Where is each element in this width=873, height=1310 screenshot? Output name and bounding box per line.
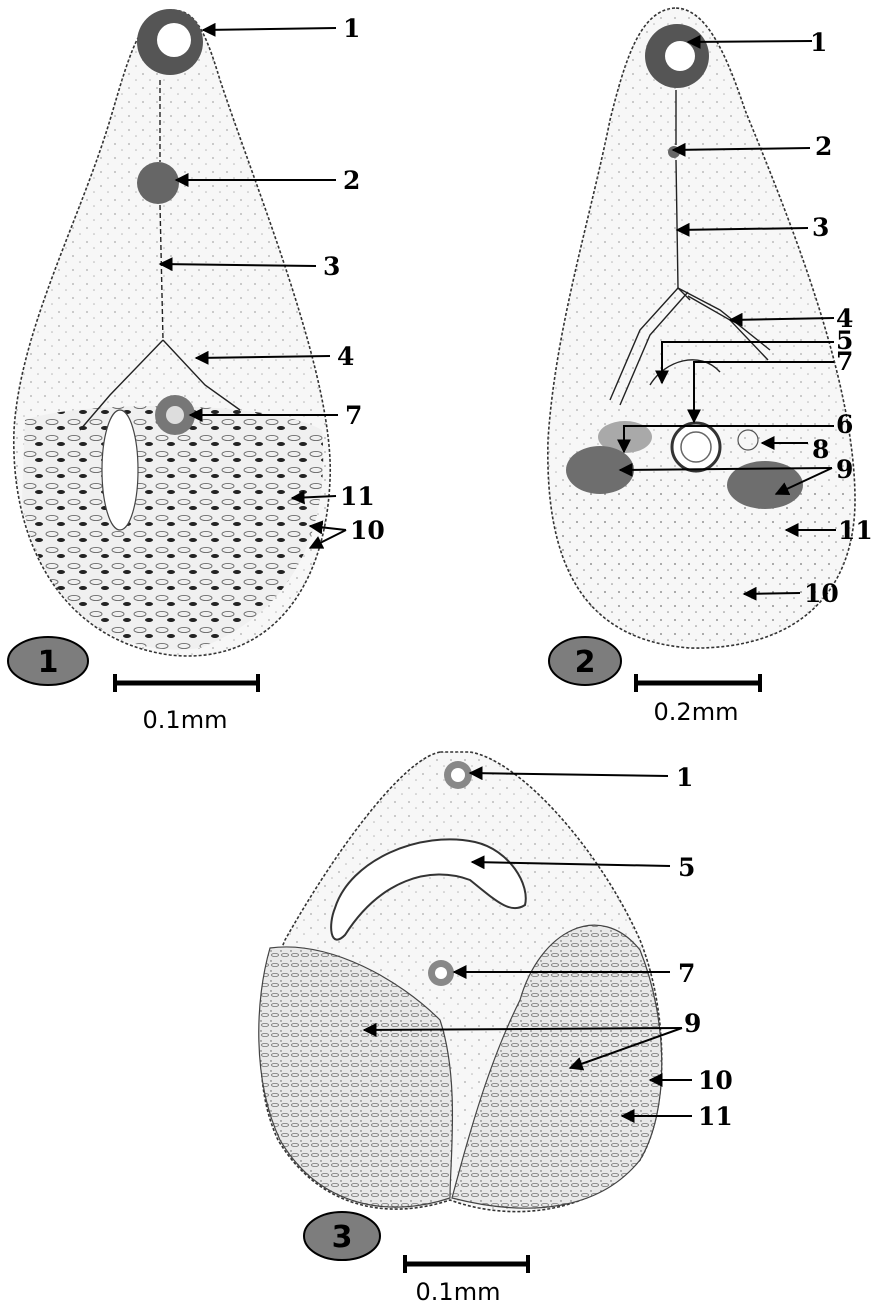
figure-3-oral-sucker-lumen (451, 768, 465, 782)
figure-3-scale-bar (405, 1255, 528, 1273)
figure-1-label-1: 1 (343, 14, 360, 43)
figure-2: 1 2 3 4 5 7 6 8 9 11 10 2 0.2mm (548, 8, 873, 726)
figure-2-ventral-sucker-inner (681, 432, 711, 462)
figure-1-scale-label: 0.1mm (143, 706, 228, 734)
figure-1-pharynx (137, 162, 179, 204)
figure-2-label-8: 8 (812, 435, 829, 464)
figure-3-badge-number: 3 (332, 1220, 353, 1255)
figure-2-label-9: 9 (836, 455, 853, 484)
figure-3: 1 5 7 9 10 11 3 0.1mm (259, 752, 733, 1306)
figure-3-label-5: 5 (678, 853, 695, 882)
figure-1-label-4: 4 (337, 342, 354, 371)
figure-1-testis (102, 410, 138, 530)
figure-1-label-10: 10 (350, 516, 385, 545)
figure-2-oral-sucker-lumen (665, 41, 695, 71)
figure-3-label-10: 10 (698, 1066, 733, 1095)
figure-2-label-10: 10 (804, 579, 839, 608)
figure-1-label-2: 2 (343, 166, 360, 195)
figure-2-label-2: 2 (815, 132, 832, 161)
figure-2-leader-10 (744, 593, 800, 594)
figure-2-posterior-region (552, 480, 852, 646)
figure-1-label-7: 7 (345, 401, 362, 430)
figure-1: 1 2 3 4 7 11 10 1 0.1mm (8, 9, 385, 734)
figure-3-ventral-sucker-inner (435, 967, 447, 979)
figure-3-label-9: 9 (684, 1009, 701, 1038)
figure-3-label-7: 7 (678, 959, 695, 988)
figure-3-label-11: 11 (698, 1102, 733, 1131)
figure-3-scale-label: 0.1mm (416, 1278, 501, 1306)
figure-1-label-3: 3 (323, 252, 340, 281)
figure-1-label-11: 11 (340, 482, 375, 511)
figure-2-label-7: 7 (836, 347, 853, 376)
figure-1-leader-1 (203, 28, 336, 30)
figure-2-badge-number: 2 (575, 645, 596, 680)
figure-2-pharynx (668, 146, 680, 158)
figure-2-label-1: 1 (810, 28, 827, 57)
figure-1-badge-number: 1 (38, 645, 59, 680)
figure-2-scale-bar (636, 674, 760, 692)
figure-1-ventral-sucker-inner (166, 406, 184, 424)
figure-1-scale-bar (115, 674, 258, 692)
figure-2-label-11: 11 (838, 516, 873, 545)
figure-1-oral-sucker-lumen (157, 23, 191, 57)
figure-2-scale-label: 0.2mm (654, 698, 739, 726)
figure-3-label-1: 1 (676, 763, 693, 792)
figure-2-label-6: 6 (836, 410, 853, 439)
figure-2-label-3: 3 (812, 213, 829, 242)
figure-2-leader-1 (688, 41, 812, 42)
